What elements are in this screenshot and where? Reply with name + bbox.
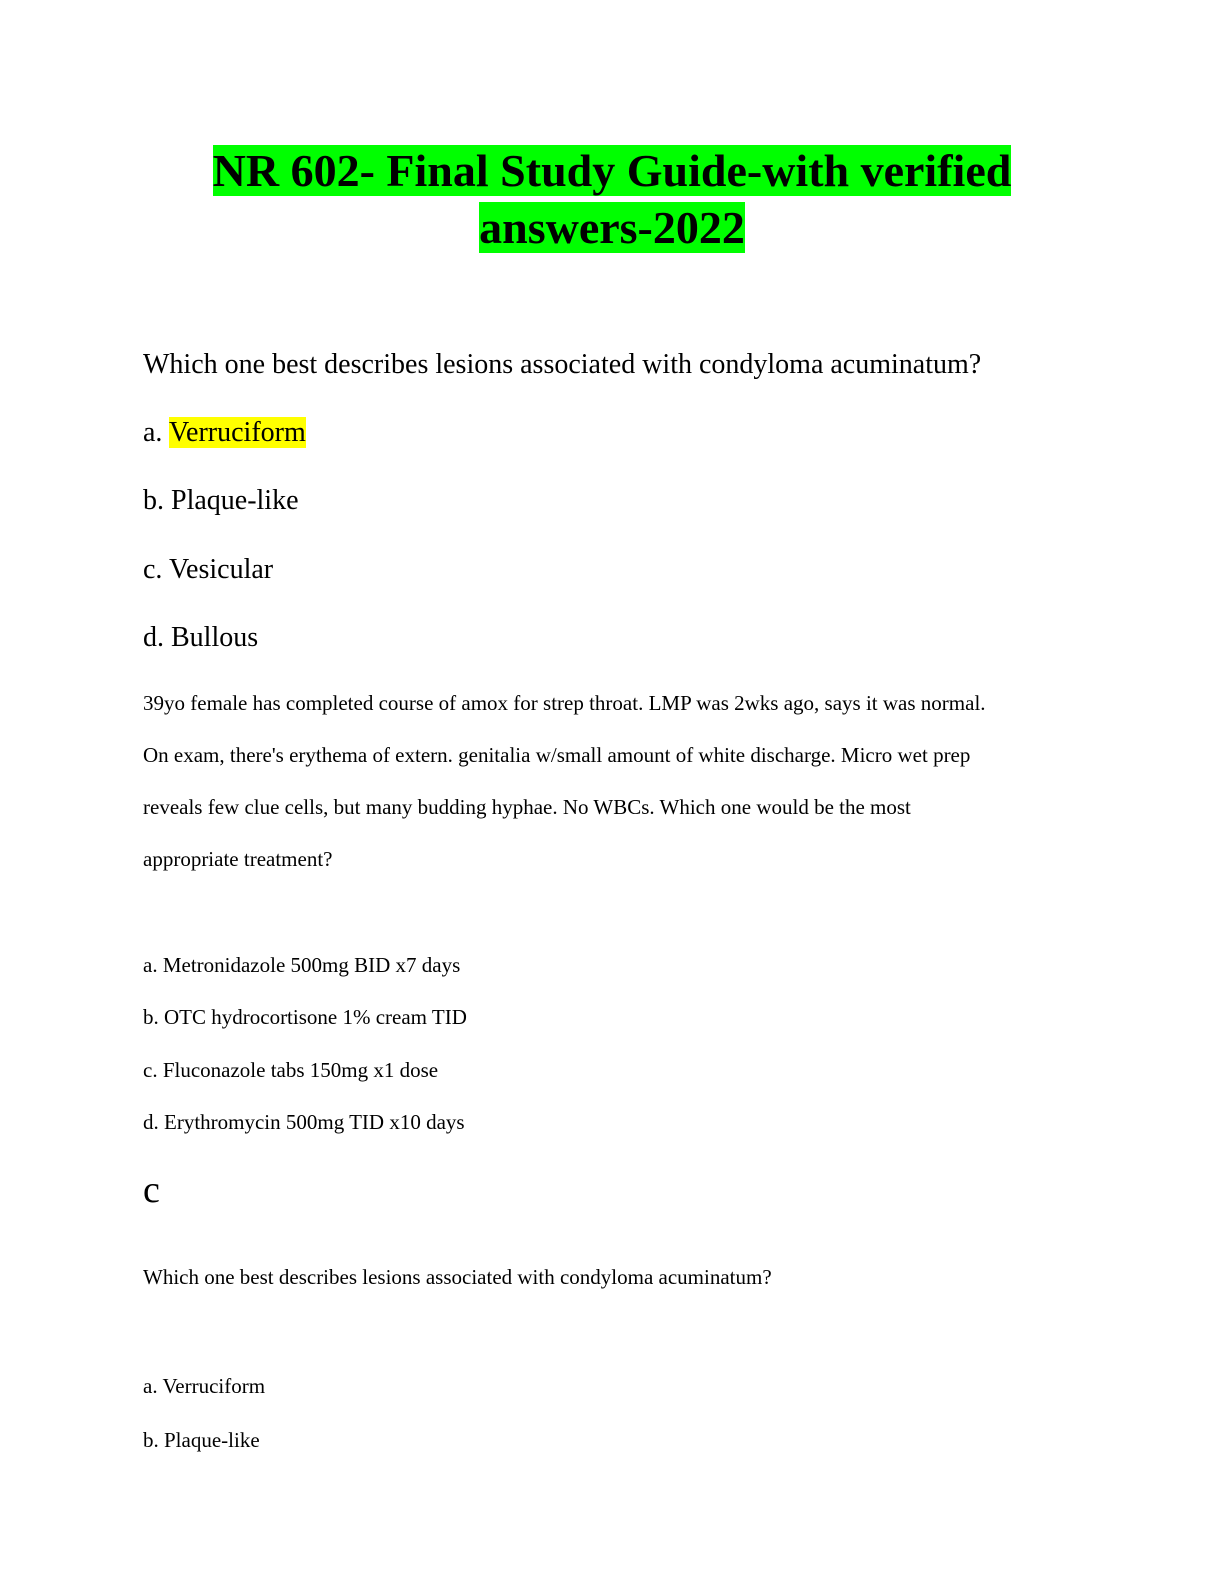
q3-option-b: b. Plaque-like <box>143 1428 260 1452</box>
q2-question-line-2: On exam, there's erythema of extern. gen… <box>143 743 971 767</box>
q2-question-line-3: reveals few clue cells, but many budding… <box>143 795 911 819</box>
q2-question-line-1: 39yo female has completed course of amox… <box>143 691 986 715</box>
q2-option-c: c. Fluconazole tabs 150mg x1 dose <box>143 1058 439 1082</box>
q2-answer: c <box>143 1169 160 1211</box>
q1-option-b: b. Plaque-like <box>143 484 299 518</box>
q2-option-a: a. Metronidazole 500mg BID x7 days <box>143 953 461 977</box>
q1-option-b-text: Plaque-like <box>171 485 299 516</box>
q1-option-a-text-highlighted: Verruciform <box>168 417 306 448</box>
title-line-1: NR 602- Final Study Guide-with verified <box>212 145 1012 196</box>
q1-option-c-text: Vesicular <box>168 554 274 585</box>
title-line-2: answers-2022 <box>479 202 745 253</box>
q1-option-c-letter: c. <box>143 554 163 585</box>
q3-question: Which one best describes lesions associa… <box>143 1265 772 1289</box>
q2-question-line-4: appropriate treatment? <box>143 847 333 871</box>
q2-option-d: d. Erythromycin 500mg TID x10 days <box>143 1110 465 1134</box>
q3-option-a: a. Verruciform <box>143 1374 266 1398</box>
document-title: NR 602- Final Study Guide-with verified … <box>0 142 1224 256</box>
q1-option-c: c. Vesicular <box>143 553 273 587</box>
q2-option-b: b. OTC hydrocortisone 1% cream TID <box>143 1005 467 1029</box>
q1-option-b-letter: b. <box>143 485 164 516</box>
q1-option-a: a. Verruciform <box>143 416 306 450</box>
q1-option-d-text: Bullous <box>171 622 259 653</box>
q1-option-a-letter: a. <box>143 417 163 448</box>
q1-option-d-letter: d. <box>143 622 164 653</box>
q1-option-d: d. Bullous <box>143 621 258 655</box>
q1-question: Which one best describes lesions associa… <box>143 349 982 380</box>
